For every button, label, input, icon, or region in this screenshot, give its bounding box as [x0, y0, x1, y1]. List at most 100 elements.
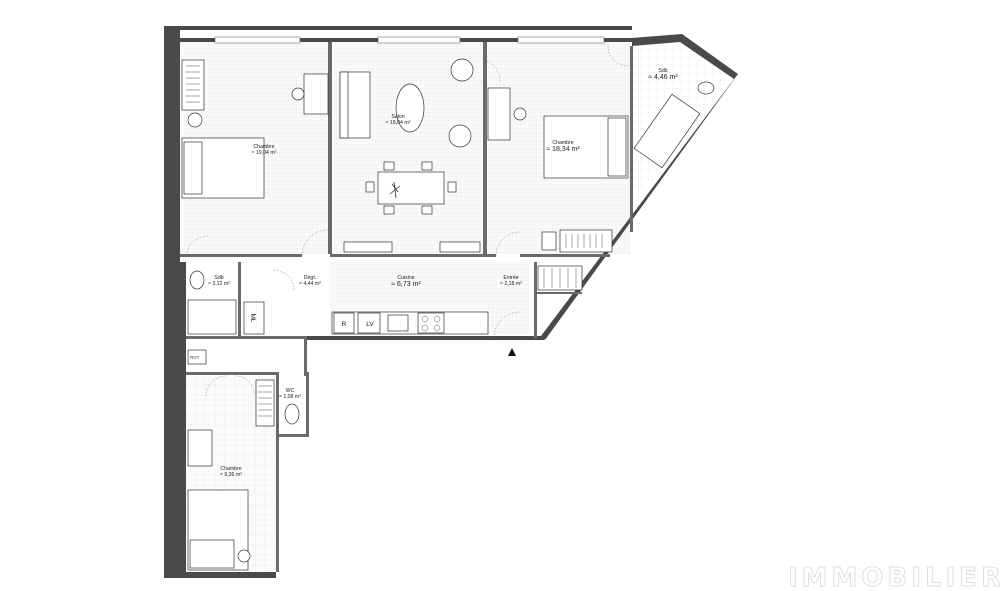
wall-cellier-h — [534, 292, 582, 294]
room-2-name: Chambre — [552, 140, 573, 146]
dishwasher — [357, 312, 381, 334]
dining-chair-5 — [365, 181, 375, 193]
room-1-name: Salon — [391, 114, 404, 120]
wall-mid-horizontal-3 — [520, 254, 610, 257]
room-7-area: ≈ 2,18 m² — [500, 281, 522, 287]
dining-table — [377, 171, 445, 205]
ml-label: ML — [249, 313, 256, 322]
door-sdb — [185, 235, 209, 259]
desk-right — [487, 87, 511, 141]
room-1-area: ≈ 19,04 m² — [386, 120, 411, 126]
armchair-2 — [448, 124, 472, 148]
kitchen-counter — [331, 311, 489, 335]
rgt-box — [187, 349, 207, 365]
room-9-area: ≈ 9,36 m² — [220, 472, 242, 478]
dining-chair-4 — [421, 205, 433, 215]
door-entry — [493, 311, 521, 339]
wall-wc-right — [306, 372, 309, 436]
desk-left — [303, 73, 329, 115]
pillow-right — [607, 117, 627, 177]
desk-small — [187, 429, 213, 467]
room-5-area: ≈ 4,44 m² — [299, 281, 321, 287]
window-top-2 — [377, 36, 461, 44]
furniture — [181, 58, 715, 571]
toilet — [284, 403, 300, 425]
walls — [164, 26, 738, 578]
sideboard — [439, 241, 481, 253]
wall-degt-right — [304, 336, 307, 376]
room-3-area: ≈ 4,46 m² — [648, 74, 678, 81]
doors — [185, 45, 629, 397]
wall-mid-horizontal — [180, 254, 302, 257]
wall-bottom-right — [304, 336, 544, 340]
sink-left — [189, 270, 205, 290]
tv-unit — [343, 241, 393, 253]
room-3-name: Sdb — [658, 68, 667, 74]
chair-small — [237, 549, 251, 563]
door-chambre-right — [495, 231, 521, 257]
fridge — [333, 312, 355, 334]
room-4-area: ≈ 3,12 m² — [208, 281, 230, 287]
wardrobe-left — [181, 59, 205, 111]
watermark: IMMOBILIER — [788, 563, 1000, 591]
room-9-name: Chambre — [220, 466, 241, 472]
room-6-area: ≈ 6,73 m² — [391, 281, 421, 288]
room-7-name: Entrée — [503, 275, 518, 281]
wall-top — [164, 26, 632, 30]
coffee-table — [395, 83, 425, 133]
nightstand-right — [541, 231, 557, 251]
kitchen-sink — [387, 314, 409, 332]
dining-chair-6 — [447, 181, 457, 193]
wall-lower-vertical — [276, 372, 279, 572]
entry-arrow-icon — [508, 348, 516, 356]
door-degt — [273, 269, 295, 291]
wall-sdb-bottom — [186, 336, 306, 339]
room-0-area: ≈ 19,04 m² — [252, 150, 277, 156]
door-chambre-left — [301, 229, 329, 257]
room-labels: Chambre ≈ 19,04 m² Salon ≈ 19,04 m² Cham… — [208, 68, 678, 478]
ml-box — [243, 301, 265, 335]
chair-left — [291, 87, 305, 101]
pillow-left — [183, 141, 203, 195]
shower-left — [187, 299, 237, 335]
wall-left-exterior — [164, 26, 186, 578]
wall-sdb-left-right — [238, 262, 241, 338]
door-small-chambre — [205, 375, 227, 397]
dining-chair-1 — [383, 161, 395, 171]
room-8-name: WC — [286, 388, 295, 394]
room-4-name: Sdb — [214, 275, 223, 281]
wall-wc-bottom — [276, 434, 309, 437]
cooktop — [417, 312, 445, 334]
wall-chambre-salon — [328, 42, 332, 254]
wardrobe-right — [559, 229, 613, 253]
wall-cellier — [534, 262, 537, 338]
wall-right-diagonal — [541, 74, 738, 340]
bathtub — [633, 93, 701, 169]
wall-bottom-left — [164, 572, 276, 578]
window-top-1 — [214, 36, 301, 44]
wall-lower-horizontal — [186, 372, 276, 375]
chair-right — [513, 107, 527, 121]
room-5-name: Dégt. — [304, 275, 316, 281]
room-0-name: Chambre — [253, 144, 274, 150]
appliance-labels: ML R LV RGT — [190, 313, 374, 360]
window-top-3 — [517, 36, 605, 44]
dining-chair-3 — [383, 205, 395, 215]
wall-right-chambre-sdb — [630, 46, 633, 232]
wall-salon-chambre — [483, 42, 487, 254]
room-2-area: ≈ 18,34 m² — [546, 146, 580, 153]
wall-top-right — [632, 34, 738, 79]
sofa-back — [339, 71, 349, 139]
lv-label: LV — [366, 321, 374, 328]
room-6-name: Cuisine — [397, 275, 414, 281]
pillow-small — [189, 539, 235, 569]
room-8-area: ≈ 1,08 m² — [279, 394, 301, 400]
rgt-label: RGT — [190, 355, 200, 360]
r-label: R — [342, 321, 347, 328]
wc-shelves — [255, 379, 275, 427]
wall-mid-horizontal-2 — [330, 254, 496, 257]
sink-right — [697, 81, 715, 95]
armchair-1 — [450, 58, 474, 82]
door-sdb-right — [607, 45, 629, 67]
